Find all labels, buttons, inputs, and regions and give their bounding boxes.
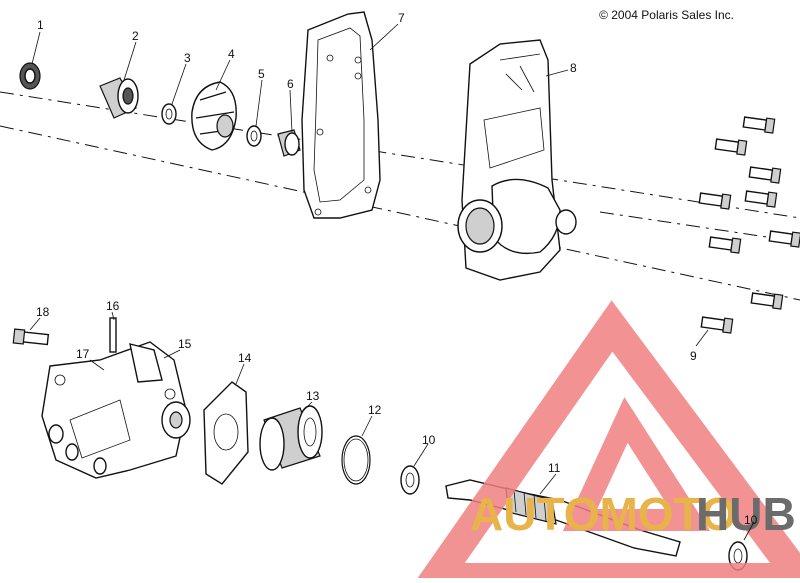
part-13-sleeve — [259, 405, 323, 471]
callout-9: 9 — [690, 349, 697, 363]
callout-15: 15 — [178, 337, 192, 351]
watermark-text-hub: HUB — [696, 488, 796, 540]
leader-lines — [29, 23, 755, 541]
callout-12: 12 — [368, 403, 382, 417]
copyright-text: © 2004 Polaris Sales Inc. — [599, 8, 734, 22]
part-5-washer — [246, 125, 262, 147]
callout-3: 3 — [184, 51, 191, 65]
part-7-gasket — [301, 11, 381, 219]
callout-1: 1 — [37, 18, 44, 32]
callout-14: 14 — [238, 351, 252, 365]
callout-6: 6 — [287, 77, 294, 91]
part-4-impeller — [191, 81, 237, 151]
callout-11: 11 — [548, 461, 561, 475]
watermark-text-automoto: AUTOMOTO — [470, 488, 737, 540]
part-1-seal — [19, 62, 41, 90]
part-16-pin — [109, 317, 117, 353]
axis-upper — [0, 91, 800, 219]
callout-8: 8 — [570, 61, 577, 75]
part-3-washer — [161, 103, 177, 125]
callout-17: 17 — [76, 347, 90, 361]
callout-18: 18 — [36, 305, 50, 319]
part-15-pump-body — [41, 341, 191, 479]
callout-4: 4 — [228, 47, 235, 61]
part-2-bearing — [99, 77, 139, 119]
part-14-gasket — [203, 381, 249, 485]
part-8-cover — [457, 39, 577, 281]
part-6-sleeve — [277, 129, 301, 157]
part-12-oring — [341, 435, 371, 485]
callout-10b: 10 — [744, 513, 758, 527]
part-9-bolts — [698, 116, 800, 334]
part-18-bolt — [12, 328, 50, 346]
callout-13: 13 — [306, 389, 320, 403]
callout-7: 7 — [398, 11, 405, 25]
callout-16: 16 — [106, 299, 120, 313]
callout-10a: 10 — [422, 433, 436, 447]
callout-5: 5 — [258, 67, 265, 81]
axis-bolts-a — [599, 211, 800, 243]
part-10-washer-a — [400, 465, 420, 495]
callout-2: 2 — [132, 29, 139, 43]
axis-lower — [0, 125, 800, 301]
